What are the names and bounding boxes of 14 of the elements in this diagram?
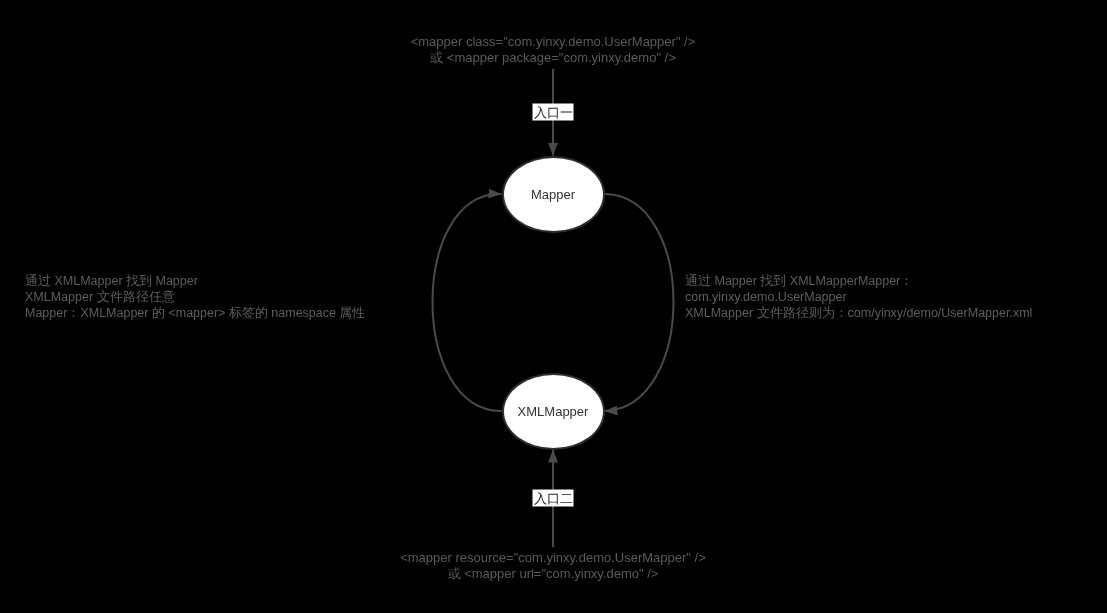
note-text: 通过 XMLMapper 找到 Mapper (25, 273, 198, 289)
note-text: com.yinxy.demo.UserMapper (685, 289, 847, 305)
code-text: <mapper resource="com.yinxy.demo.UserMapper" /> 或 <mapper url="com.yinxy.demo" /> (400, 550, 706, 582)
note-text: XMLMapper 文件路径任意 (25, 289, 175, 305)
arrow (603, 193, 675, 413)
edge-label: 入口二 (532, 489, 574, 507)
note-text: Mapper：XMLMapper 的 <mapper> 标签的 namespace 属性 (25, 305, 366, 321)
note-text: XMLMapper 文件路径则为：com/yinxy/demo/UserMapper.xml (685, 305, 1033, 321)
arrow (431, 191, 503, 412)
ellipse-node: Mapper (501, 155, 605, 233)
code-text: <mapper class="com.yinxy.demo.UserMapper" /> 或 <mapper package="com.yinxy.demo" /> (410, 34, 696, 66)
edge-label: 入口一 (532, 103, 574, 121)
ellipse-node: XMLMapper (501, 372, 605, 450)
note-text: 通过 Mapper 找到 XMLMapperMapper： (685, 273, 914, 289)
